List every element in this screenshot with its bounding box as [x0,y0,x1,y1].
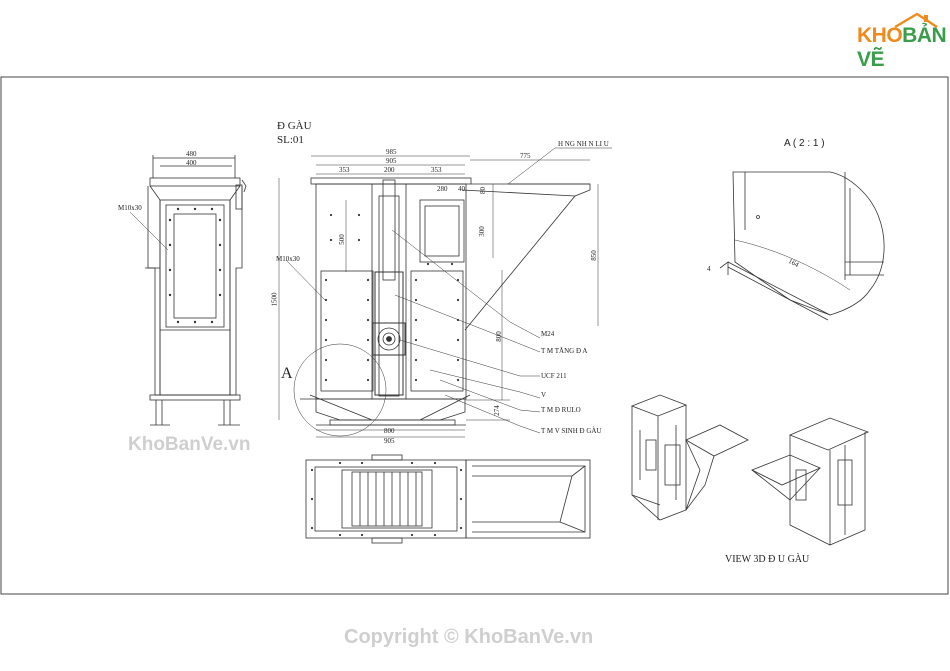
top-bolts [310,461,463,537]
dim-300: 300 [477,226,486,237]
dim-274: 274 [492,405,501,416]
dim-80: 80 [479,187,487,194]
dim-800-vertical: 800 [494,331,503,342]
dim-side-480: 480 [186,150,197,158]
dim-side-400: 400 [186,159,197,167]
side-view [129,155,247,426]
dim-905: 905 [386,157,397,165]
drawing-qty: SL:01 [277,134,304,146]
dim-775: 775 [520,152,531,160]
callout-ucf: UCF 211 [541,372,567,380]
dim-850: 850 [589,250,598,261]
logo-roof-icon [894,12,938,29]
detail-title: A ( 2 : 1 ) [784,138,825,149]
dim-280: 280 [437,185,448,193]
callout-plate: T M TĂNG Đ A [541,347,588,355]
callout-v: V [541,391,547,399]
detail-dim-4: 4 [707,265,711,273]
front-bolt-label: M10x30 [276,255,300,263]
copyright: Copyright © KhoBanVe.vn [344,626,594,648]
dim-1500: 1500 [270,292,279,307]
top-view [305,454,591,544]
view3d-right [751,417,870,546]
dim-353b: 353 [431,166,442,174]
callout-hopper: H NG NH N LI U [558,140,609,148]
watermark: KhoBanVe.vn [128,434,251,455]
front-view [278,147,612,438]
dim-353a: 353 [339,166,350,174]
detail-a [719,171,885,321]
dim-500: 500 [337,234,346,245]
dim-200: 200 [384,166,395,174]
dim-985: 985 [386,148,397,156]
view3d-left [630,394,749,521]
section-mark-a: A [281,365,293,382]
side-bolts [168,207,222,324]
drawing-title: Đ GÀU [277,120,312,132]
front-bolts [324,213,460,382]
sheet-border [0,76,949,595]
dim-800: 800 [384,427,395,435]
callout-m24: M24 [541,330,555,338]
callout-clean: T M V SINH Đ GÀU [541,427,602,435]
logo: KHOBẢN VẼ [857,24,947,71]
side-bolt-label: M10x30 [118,204,142,212]
dim-905-bottom: 905 [384,437,395,445]
dim-40: 40 [458,185,465,193]
view3d-label: VIEW 3D Đ U GÀU [725,554,810,565]
callout-rulo: T M Đ RULO [541,406,581,414]
